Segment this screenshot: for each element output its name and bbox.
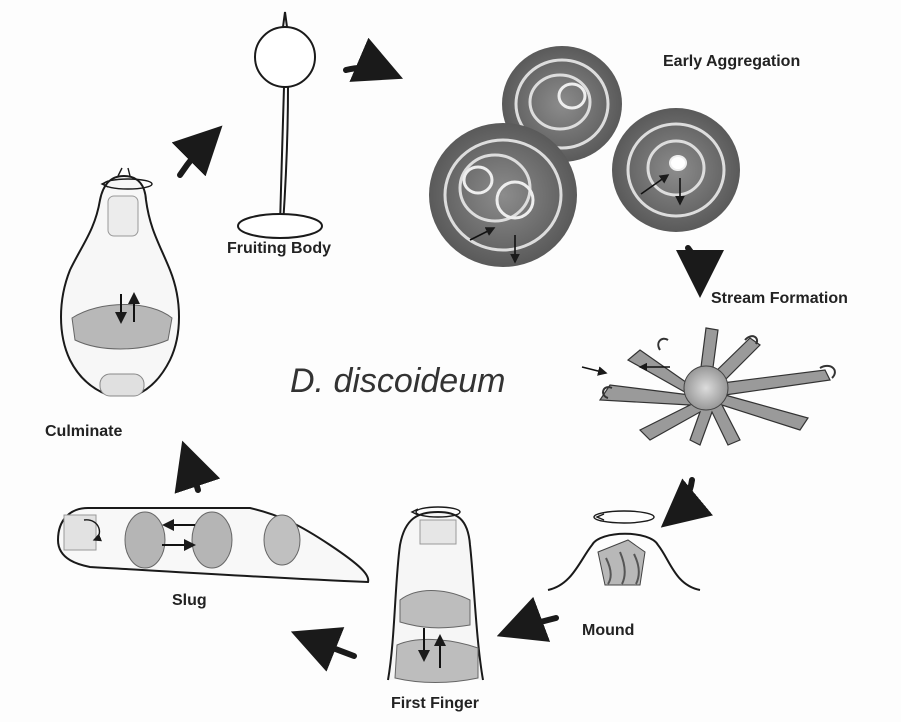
arrow-stream-to-mound: [670, 480, 692, 520]
label-early-aggregation: Early Aggregation: [663, 53, 800, 71]
label-stream-formation: Stream Formation: [711, 290, 848, 308]
culminate-drawing: [61, 168, 179, 396]
first-finger-drawing: [388, 507, 483, 683]
label-first-finger: First Finger: [391, 695, 479, 713]
arrow-slug-to-culminate: [186, 452, 198, 490]
stream-formation-drawing: [582, 328, 835, 445]
label-mound: Mound: [582, 622, 634, 640]
diagram-title: D. discoideum: [290, 362, 505, 401]
arrow-mound-to-finger: [508, 618, 556, 632]
arrow-culminate-to-fruiting: [180, 134, 214, 175]
arrow-aggregation-to-stream: [688, 248, 700, 286]
label-slug: Slug: [172, 592, 207, 610]
label-culminate: Culminate: [45, 423, 122, 441]
mound-drawing: [548, 511, 700, 590]
slug-drawing: [58, 508, 368, 582]
fruiting-body-drawing: [238, 12, 322, 238]
early-aggregation-drawing: [429, 46, 740, 267]
arrow-fruiting-to-aggregation: [346, 68, 392, 74]
arrow-finger-to-slug: [302, 636, 354, 656]
label-fruiting-body: Fruiting Body: [227, 240, 331, 258]
